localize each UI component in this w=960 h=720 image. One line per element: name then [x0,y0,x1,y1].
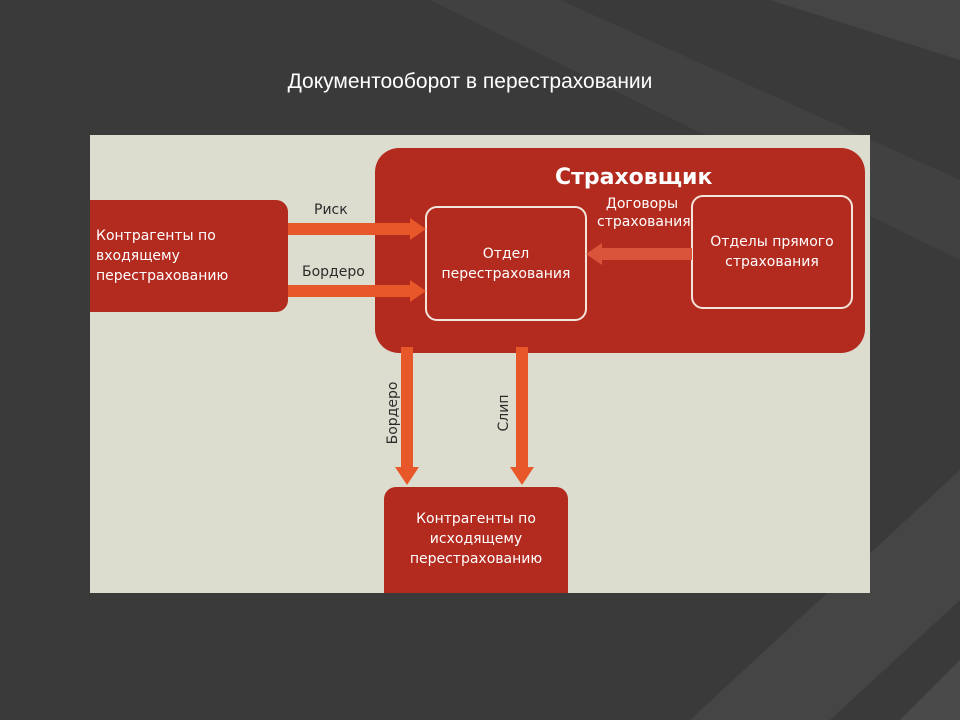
reinsurance-department-box: Отдел перестрахования [425,206,587,321]
bordereau-out-label: Бордеро [385,381,401,445]
incoming-counterparties-box: Контрагенты по входящему перестрахованию [90,200,288,312]
flow-arrows [288,218,692,485]
insurer-title: Страховщик [555,165,713,190]
slip-arrow [510,347,534,485]
reinsurance-department-label: Отдел перестрахования [441,245,571,282]
risk-label: Риск [314,202,348,218]
outgoing-counterparties-box: Контрагенты по исходящему перестраховани… [384,487,568,593]
bordereau-in-arrow [288,280,426,302]
incoming-counterparties-label: Контрагенты по входящему перестрахованию [96,228,229,284]
slip-label: Слип [496,394,512,432]
bordereau-in-label: Бордеро [302,264,365,280]
diagram-panel: Контрагенты по входящему перестрахованию… [90,135,870,593]
risk-arrow [288,218,426,240]
direct-insurance-departments-label: Отделы прямого страхования [710,234,834,270]
bordereau-out-arrow [395,347,419,485]
contracts-arrow [586,243,692,265]
direct-insurance-departments-box: Отделы прямого страхования [691,195,853,309]
slide-title: Документооборот в перестраховании [287,70,653,93]
contracts-label: Договоры страхования [597,196,691,230]
outgoing-counterparties-label: Контрагенты по исходящему перестраховани… [409,511,543,567]
